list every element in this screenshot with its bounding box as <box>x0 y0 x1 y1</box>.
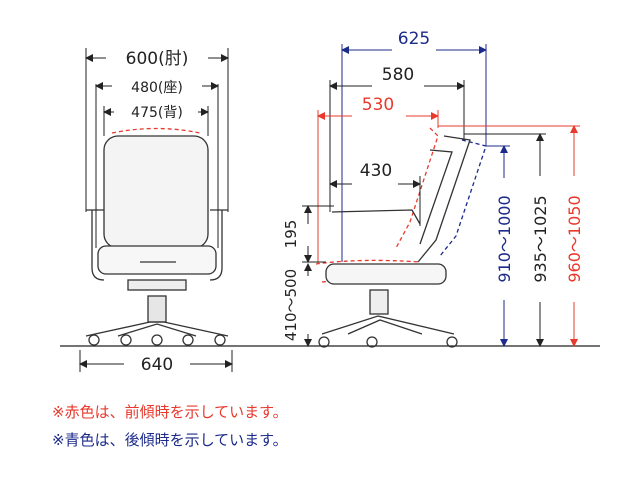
dim-seat-depth: 430 <box>360 161 392 181</box>
dim-seat-height: 410〜500 <box>282 269 300 341</box>
side-dim-lines <box>302 44 580 347</box>
dim-depth-blue: 625 <box>398 29 430 49</box>
side-view-chair <box>315 127 487 348</box>
dim-height-red: 960〜1050 <box>565 195 584 282</box>
dim-arm-height: 195 <box>282 220 300 249</box>
dim-armrest-width: 600(肘) <box>126 49 189 69</box>
dim-depth-black: 580 <box>382 65 414 85</box>
notes: ※赤色は、前傾時を示しています。 ※青色は、後傾時を示しています。 <box>52 398 288 454</box>
front-dim-lines <box>79 48 233 372</box>
note-forward-tilt: ※赤色は、前傾時を示しています。 <box>52 403 288 421</box>
dim-seat-width: 480(座) <box>131 80 183 96</box>
dim-depth-red: 530 <box>362 95 394 115</box>
dim-height-blue: 910〜1000 <box>495 195 514 282</box>
dim-height-black: 935〜1025 <box>531 195 550 282</box>
dim-back-width: 475(背) <box>131 105 183 121</box>
dim-base-width: 640 <box>141 355 173 375</box>
note-backward-tilt: ※青色は、後傾時を示しています。 <box>52 431 288 449</box>
front-view-chair <box>85 127 229 346</box>
